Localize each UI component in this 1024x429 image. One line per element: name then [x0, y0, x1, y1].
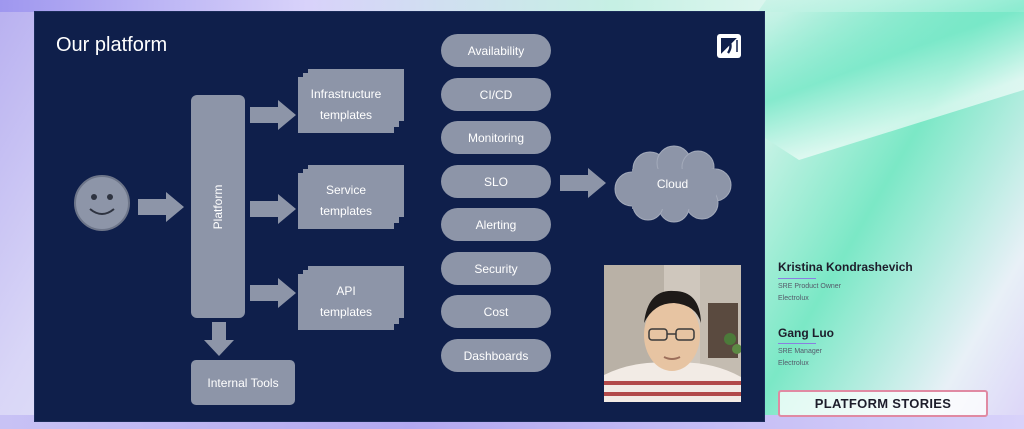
smiley-face-icon: [74, 175, 130, 231]
capability-pill: Security: [441, 252, 551, 285]
capability-pill: Dashboards: [441, 339, 551, 372]
template-label-line2: templates: [319, 108, 373, 122]
platform-block: Platform: [191, 95, 245, 318]
divider: [778, 278, 816, 279]
speaker-company: Electrolux: [778, 360, 809, 367]
slide-title: Our platform: [56, 34, 168, 56]
right-arrow-icon: [250, 278, 296, 308]
infrastructure-templates-doc: Infrastructure templates: [298, 69, 404, 133]
speaker-company: Electrolux: [778, 295, 809, 302]
api-templates-doc: API templates: [298, 266, 404, 330]
down-arrow-icon: [204, 322, 234, 356]
presentation-slide: Our platform Platform: [34, 11, 765, 422]
right-arrow-icon: [250, 194, 296, 224]
speaker-webcam-video: [604, 265, 741, 402]
right-arrow-icon: [250, 100, 296, 130]
template-label-line2: templates: [319, 204, 373, 218]
capability-pill: Monitoring: [441, 121, 551, 154]
capability-pill: CI/CD: [441, 78, 551, 111]
template-label-line1: Service: [325, 183, 366, 197]
cloud-shape: Cloud: [610, 145, 735, 223]
template-label-line2: templates: [319, 305, 373, 319]
capability-pill: Availability: [441, 34, 551, 67]
right-arrow-icon: [560, 168, 606, 198]
speaker-name: Gang Luo: [778, 326, 834, 340]
internal-tools-box: Internal Tools: [191, 360, 295, 405]
cloud-label: Cloud: [656, 177, 689, 191]
template-label-line1: API: [336, 284, 356, 298]
speaker-role: SRE Manager: [778, 348, 822, 355]
capability-pill: Cost: [441, 295, 551, 328]
divider: [778, 343, 816, 344]
capability-pill: SLO: [441, 165, 551, 198]
right-arrow-icon: [138, 192, 184, 222]
speaker-name: Kristina Kondrashevich: [778, 260, 913, 274]
event-badge: PLATFORM STORIES: [778, 390, 988, 417]
speaker-role: SRE Product Owner: [778, 283, 842, 290]
platform-label: Platform: [211, 184, 225, 229]
electrolux-logo-icon: [717, 34, 741, 58]
service-templates-doc: Service templates: [298, 165, 404, 229]
template-label-line1: Infrastructure: [310, 87, 382, 101]
capability-pill: Alerting: [441, 208, 551, 241]
